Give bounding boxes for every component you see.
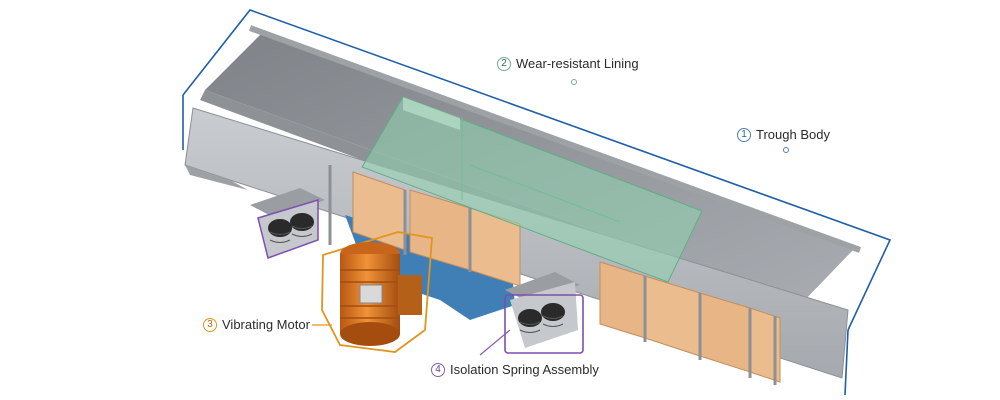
stiffener-panels — [352, 171, 781, 383]
callout-number-badge: 3 — [203, 317, 217, 332]
callout-label: Isolation Spring Assembly — [450, 362, 599, 377]
callout-number-badge: 2 — [497, 56, 511, 71]
trough-body-outline — [182, 9, 892, 396]
callout-leaders — [312, 79, 789, 356]
callout-isolation-spring-assembly: 4 Isolation Spring Assembly — [431, 362, 599, 377]
wear-resistant-lining — [361, 96, 703, 283]
trough-rim — [248, 25, 862, 253]
callout-label: Vibrating Motor — [222, 317, 310, 332]
stiffener-ribs — [328, 165, 777, 385]
right-spring-assembly — [504, 272, 584, 354]
callout-label: Wear-resistant Lining — [516, 56, 639, 71]
vibrating-motor — [321, 231, 433, 353]
callout-number-badge: 1 — [737, 127, 751, 142]
callout-number-badge: 4 — [431, 362, 445, 377]
callout-trough-body: 1 Trough Body — [737, 127, 830, 142]
callout-vibrating-motor: 3 Vibrating Motor — [203, 317, 310, 332]
callout-label: Trough Body — [756, 127, 830, 142]
left-spring-assembly — [250, 188, 325, 259]
callout-wear-resistant-lining: 2 Wear-resistant Lining — [497, 56, 639, 71]
